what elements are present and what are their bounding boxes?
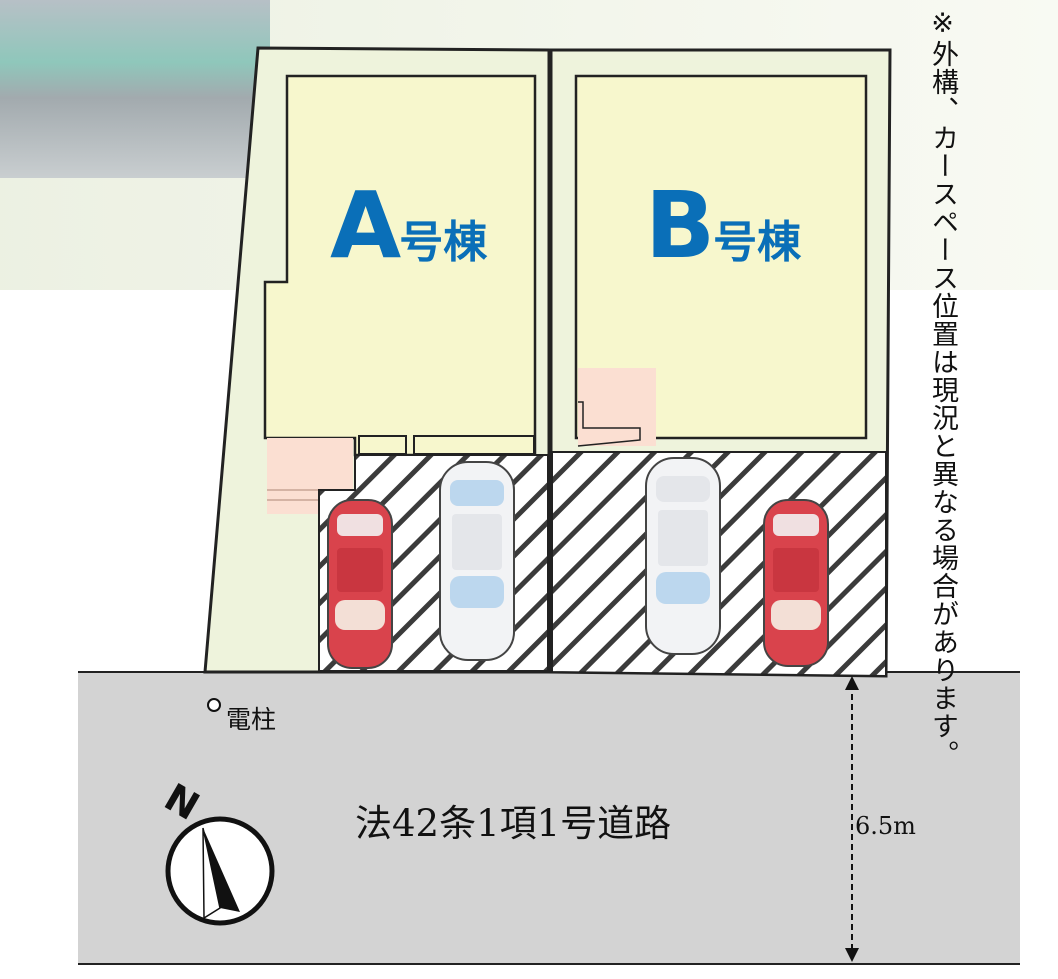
aerial-photo-patch <box>0 0 270 178</box>
lot-b-letter: B <box>645 172 715 279</box>
porch-b <box>578 368 656 446</box>
disclaimer-note: ※外構、カースペース位置は現況と異なる場合があります。 <box>927 8 958 768</box>
lot-a-label: A号棟 <box>330 172 487 279</box>
road-width-arrow <box>845 676 859 962</box>
lot-b-suffix: 号棟 <box>713 217 802 268</box>
utility-pole-icon <box>207 698 221 712</box>
lot-a-suffix: 号棟 <box>399 217 488 268</box>
compass-icon <box>165 816 275 926</box>
road-width-label: 6.5m <box>855 812 916 840</box>
car-red-a <box>327 499 393 669</box>
road-name: 法42条1項1号道路 <box>355 802 672 845</box>
building-b <box>574 74 868 440</box>
car-white-b <box>645 457 721 655</box>
building-a <box>263 74 537 457</box>
car-white-a <box>439 461 515 661</box>
lot-b-label: B号棟 <box>645 172 801 279</box>
car-red-b <box>763 499 829 667</box>
utility-pole-label: 電柱 <box>226 705 277 734</box>
lot-a-letter: A <box>330 172 401 279</box>
step-a1 <box>358 435 407 455</box>
step-a2 <box>413 435 535 455</box>
